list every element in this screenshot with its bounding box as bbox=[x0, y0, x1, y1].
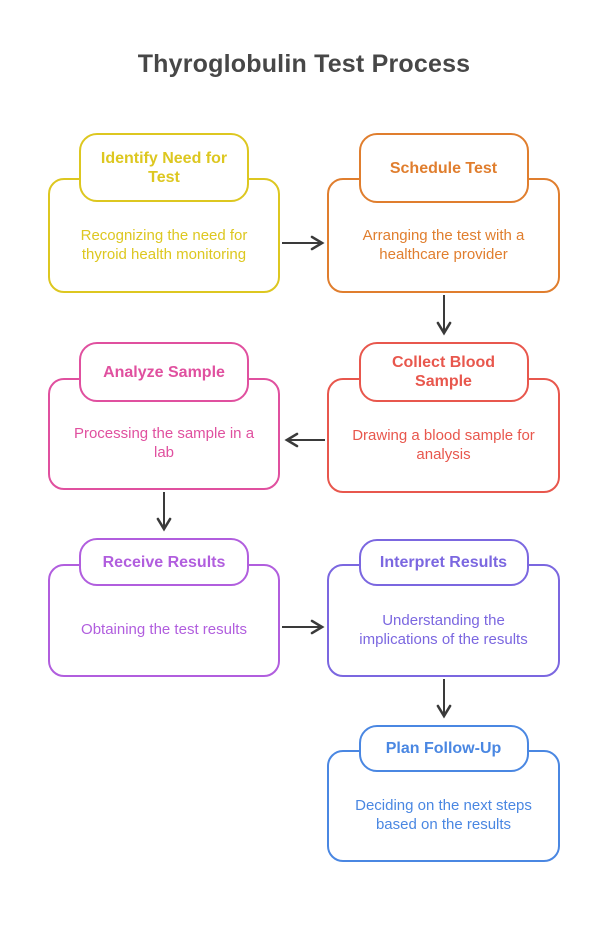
node-receive-results-title: Receive Results bbox=[79, 538, 249, 586]
node-plan-follow-up-title: Plan Follow-Up bbox=[358, 725, 529, 772]
node-analyze-sample: Analyze Sample Processing the sample in … bbox=[48, 342, 280, 490]
node-description: Recognizing the need for thyroid health … bbox=[80, 226, 248, 263]
node-interpret-results-title: Interpret Results bbox=[358, 539, 529, 586]
node-description: Processing the sample in a lab bbox=[73, 425, 255, 461]
node-description: Arranging the test with a healthcare pro… bbox=[362, 226, 525, 263]
node-receive-results: Receive Results Obtaining the test resul… bbox=[48, 538, 280, 677]
node-collect-blood-sample-title: Collect Blood Sample bbox=[358, 342, 529, 402]
node-identify-need-body: Recognizing the need for thyroid health … bbox=[48, 178, 280, 293]
node-identify-need: Identify Need for Test Recognizing the n… bbox=[48, 133, 280, 293]
node-interpret-results: Interpret Results Understanding the impl… bbox=[327, 539, 560, 677]
node-label: Plan Follow-Up bbox=[385, 740, 502, 757]
node-identify-need-title: Identify Need for Test bbox=[79, 133, 249, 202]
node-collect-blood-sample: Collect Blood Sample Drawing a blood sam… bbox=[327, 342, 560, 493]
node-schedule-test: Schedule Test Arranging the test with a … bbox=[327, 133, 560, 293]
node-description: Deciding on the next steps based on the … bbox=[355, 797, 532, 833]
node-collect-blood-sample-body: Drawing a blood sample for analysis bbox=[327, 378, 560, 493]
node-label: Collect Blood Sample bbox=[391, 354, 496, 390]
node-description: Obtaining the test results bbox=[81, 621, 247, 638]
node-label: Identify Need for Test bbox=[100, 149, 228, 186]
node-label: Analyze Sample bbox=[103, 363, 225, 381]
page-title: Thyroglobulin Test Process bbox=[137, 50, 471, 78]
node-schedule-test-body: Arranging the test with a healthcare pro… bbox=[327, 178, 560, 293]
node-label: Schedule Test bbox=[389, 159, 498, 177]
node-description: Understanding the implications of the re… bbox=[359, 611, 528, 648]
node-label: Receive Results bbox=[102, 553, 226, 571]
node-description: Drawing a blood sample for analysis bbox=[352, 426, 535, 463]
node-plan-follow-up: Plan Follow-Up Deciding on the next step… bbox=[327, 725, 560, 862]
node-schedule-test-title: Schedule Test bbox=[358, 133, 529, 203]
node-label: Interpret Results bbox=[379, 554, 508, 571]
node-analyze-sample-title: Analyze Sample bbox=[79, 342, 249, 402]
